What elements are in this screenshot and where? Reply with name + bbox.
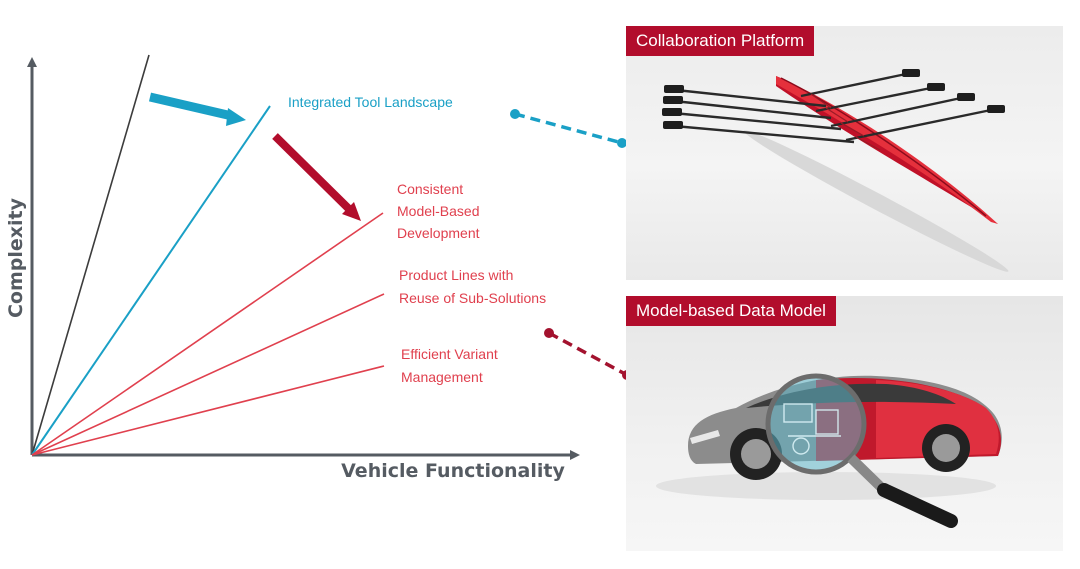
product-lines-line: [31, 293, 385, 456]
x-axis-label: Vehicle Functionality: [341, 460, 565, 482]
consistent-mbd-line: [31, 212, 384, 456]
collaboration-platform-panel: Collaboration Platform: [626, 26, 1063, 280]
product-lines-label: Product Lines with Reuse of Sub-Solution…: [399, 267, 546, 306]
consistent-mbd-label: Consistent Model-Based Development: [397, 181, 483, 241]
data-model-panel: Model-based Data Model: [626, 296, 1063, 551]
red-arrow: [272, 133, 361, 221]
baseline-line: [31, 54, 150, 456]
rowing-boat-image: [662, 69, 1009, 272]
blue-connector: [510, 109, 627, 148]
car-magnifier-image: [656, 373, 1002, 528]
integrated-tool-landscape-label: Integrated Tool Landscape: [288, 94, 453, 110]
efficient-variant-label: Efficient Variant Management: [401, 346, 502, 385]
red-connector: [544, 328, 632, 380]
collaboration-platform-title: Collaboration Platform: [626, 26, 815, 56]
data-model-title: Model-based Data Model: [626, 296, 836, 326]
blue-arrow: [148, 92, 246, 126]
integrated-tool-landscape-line: [31, 105, 271, 456]
efficient-variant-line: [31, 365, 385, 456]
y-axis-label: Complexity: [5, 197, 27, 318]
